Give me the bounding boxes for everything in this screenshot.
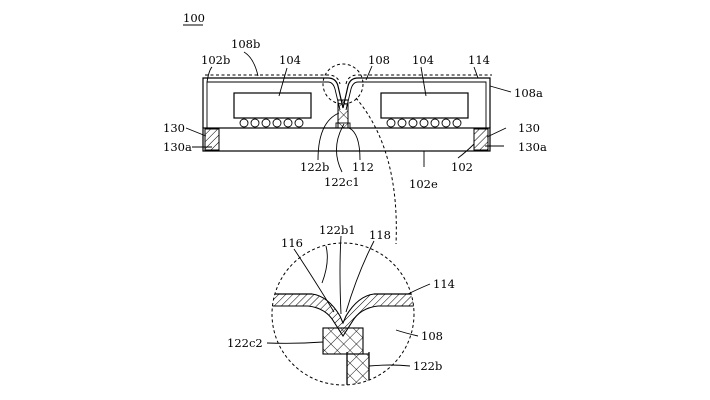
detail-circle: [271, 242, 415, 386]
detail-connector: [355, 97, 397, 245]
label-108b: 108b: [231, 37, 260, 51]
detail-via-122c2: [322, 327, 364, 355]
shield-layer-114: [206, 81, 487, 128]
figure-reference: 100: [183, 11, 205, 26]
label-102: 102: [451, 160, 473, 174]
label-122b-detail: 122b: [413, 359, 442, 373]
label-108-detail: 108: [421, 329, 443, 343]
conductive-post-122b: [337, 99, 349, 129]
label-122b1: 122b1: [319, 223, 356, 237]
label-130-right: 130: [518, 121, 540, 135]
solder-balls-right: [386, 118, 462, 128]
label-102e: 102e: [409, 177, 438, 191]
labels: 108b 102b 104 108 104 114 108a 130 130a …: [163, 37, 547, 373]
label-112: 112: [352, 160, 374, 174]
wall-130-right: [473, 128, 489, 151]
detail-shield-band: [272, 293, 414, 338]
label-130a-right: 130a: [518, 140, 547, 154]
solder-balls-left: [239, 118, 304, 128]
label-122b: 122b: [300, 160, 329, 174]
label-102b: 102b: [201, 53, 230, 67]
label-130-left: 130: [163, 121, 185, 135]
pad-112: [335, 122, 351, 129]
label-122c2: 122c2: [227, 336, 263, 350]
label-130a-left: 130a: [163, 140, 192, 154]
substrate-102: [202, 127, 491, 152]
label-122c1: 122c1: [324, 175, 360, 189]
label-114: 114: [468, 53, 490, 67]
chip-104-right: [380, 92, 469, 119]
detail-post-cross: [346, 353, 370, 385]
label-114-detail: 114: [433, 277, 455, 291]
label-108: 108: [368, 53, 390, 67]
leader-lines-detail: [266, 235, 431, 367]
label-100: 100: [183, 11, 205, 25]
label-108a: 108a: [514, 86, 543, 100]
detail-marker-circle: [322, 63, 364, 105]
package-cross-section: [185, 51, 512, 245]
conformal-layer-108b: [205, 74, 341, 85]
label-118: 118: [369, 228, 391, 242]
label-116: 116: [281, 236, 303, 250]
leader-lines-main: [185, 51, 512, 173]
label-104-left: 104: [279, 53, 301, 67]
chip-104-left: [233, 92, 312, 119]
detail-view: [266, 235, 431, 386]
wall-130-left: [204, 128, 220, 151]
conformal-layer-top-right: [345, 74, 492, 85]
label-104-right: 104: [412, 53, 434, 67]
